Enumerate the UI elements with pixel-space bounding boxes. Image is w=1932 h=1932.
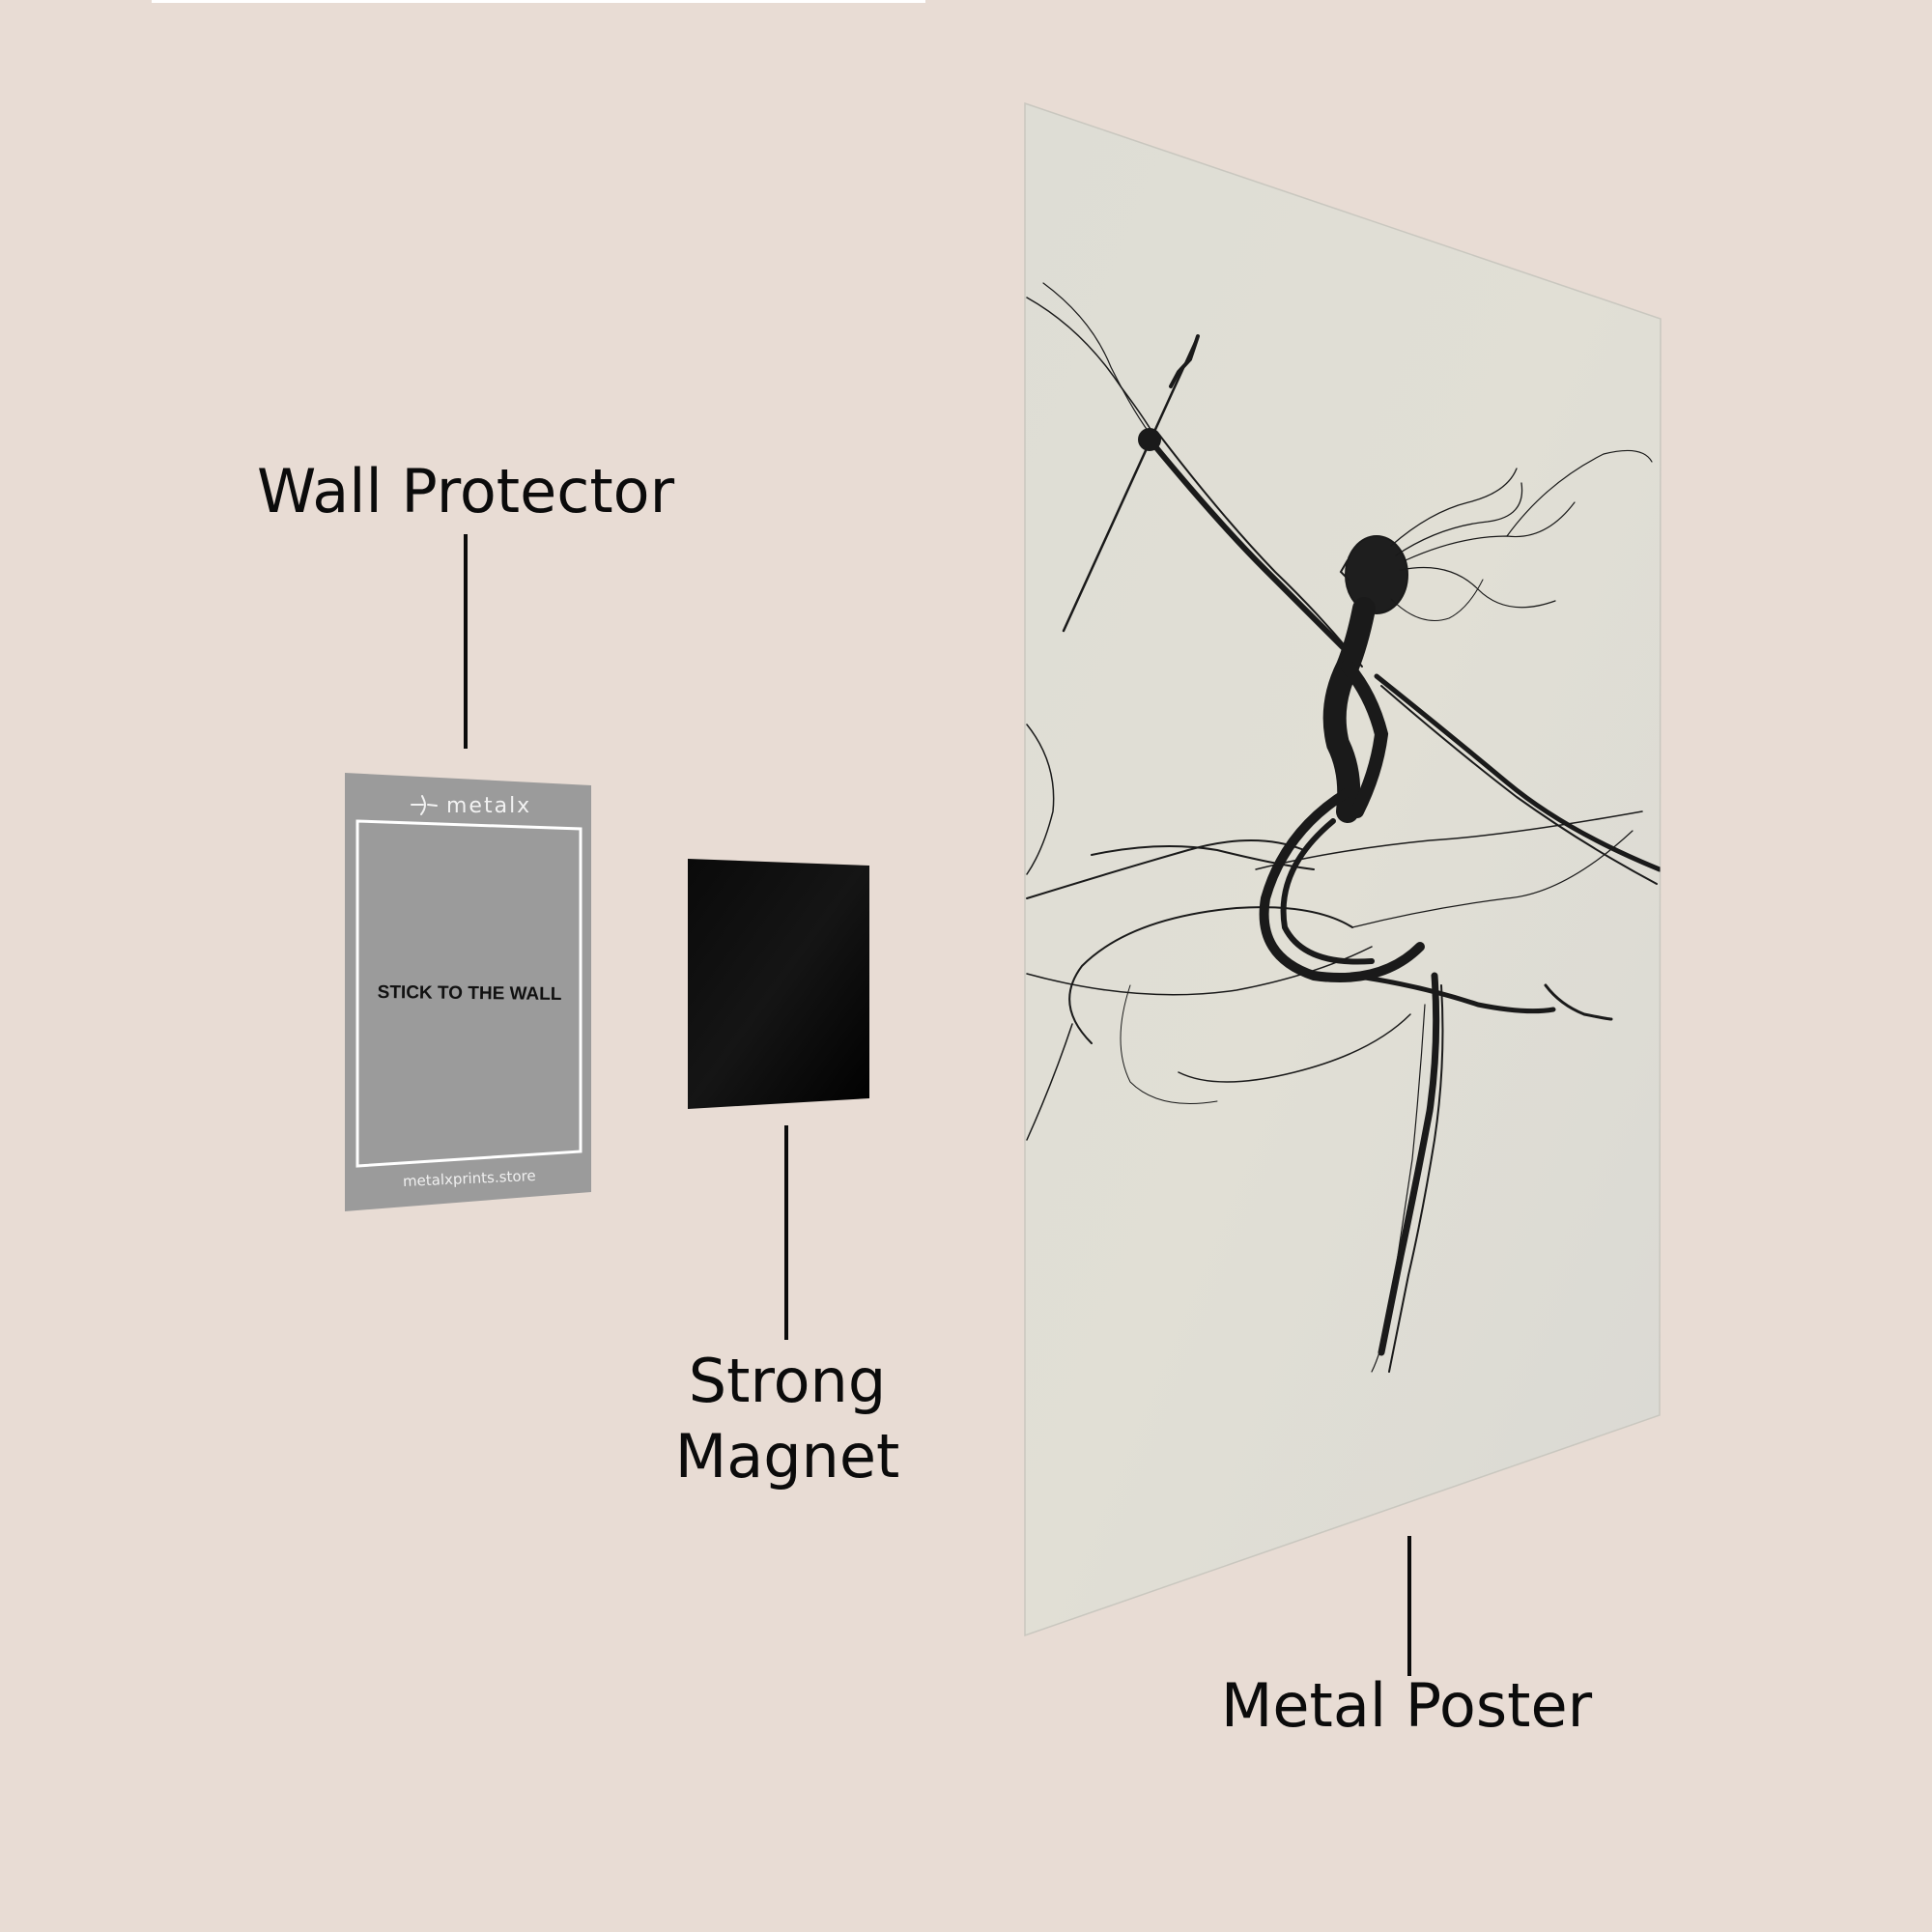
dancer-artwork xyxy=(1026,282,1661,1373)
wall-protector-plate: metalx STICK TO THE WALL metalxprints.st… xyxy=(345,773,591,1211)
metal-poster-leader-line xyxy=(1407,1536,1411,1676)
wall-protector-leader-line xyxy=(464,534,468,749)
wall-protector-label: Wall Protector xyxy=(256,456,675,526)
wall-protector-center-text: STICK TO THE WALL xyxy=(378,982,562,1005)
top-strip xyxy=(152,0,925,3)
strong-magnet-label: Strong Magnet xyxy=(638,1344,937,1494)
wall-protector-brand: metalx xyxy=(446,794,531,818)
strong-magnet-label-line2: Magnet xyxy=(674,1421,900,1492)
metal-poster xyxy=(1024,101,1662,1637)
wall-protector-frame xyxy=(355,819,582,1168)
strong-magnet-label-line1: Strong xyxy=(688,1346,887,1416)
strong-magnet-leader-line xyxy=(784,1125,788,1340)
metal-poster-label: Metal Poster xyxy=(1220,1670,1593,1741)
strong-magnet xyxy=(688,859,869,1109)
metalx-logo-icon xyxy=(411,795,438,815)
wall-protector-website: metalxprints.store xyxy=(403,1167,536,1190)
